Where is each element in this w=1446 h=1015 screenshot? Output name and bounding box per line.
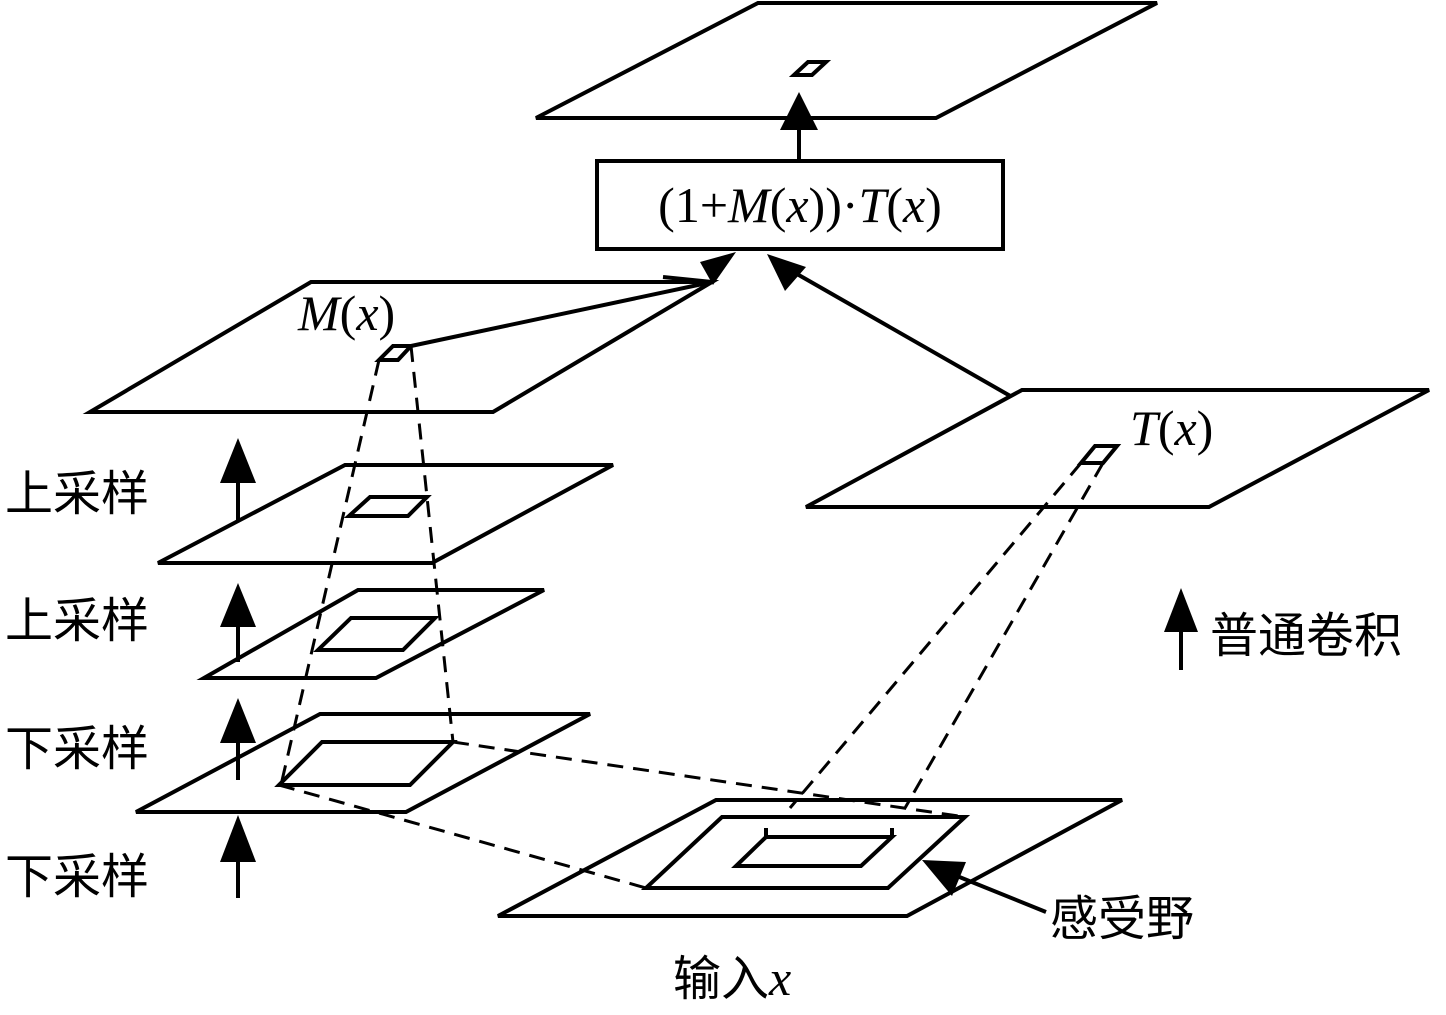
up-arrow-1-head — [220, 438, 256, 483]
upsample-patch-1 — [343, 495, 432, 518]
receptive-field-inner — [731, 835, 898, 868]
up-arrow-4-head — [220, 815, 256, 862]
receptive-field-pointer-head — [922, 860, 966, 896]
upsample-plane-2 — [196, 588, 545, 680]
output-patch — [788, 60, 832, 77]
proj-down-to-input-top — [452, 740, 966, 819]
downsample-patch-1 — [274, 740, 458, 787]
mask-label: M(x) — [297, 285, 395, 341]
trunk-label: T(x) — [1130, 400, 1213, 456]
receptive-field-label: 感受野 — [1050, 891, 1194, 947]
up-arrow-3-head — [220, 698, 256, 743]
up-arrow-2-head — [220, 583, 256, 627]
proj-mask-left — [279, 359, 381, 786]
upsample-label-2: 上采样 — [5, 593, 149, 649]
downsample-label-1: 下采样 — [5, 721, 149, 777]
proj-trunk-right — [903, 462, 1105, 809]
receptive-field-pointer-line — [951, 872, 1047, 914]
output-plane — [535, 1, 1158, 120]
mask-output-patch — [374, 344, 416, 362]
legend-normal-conv-label: 普通卷积 — [1210, 608, 1402, 664]
downsample-label-2: 下采样 — [5, 849, 149, 905]
upsample-label-1: 上采样 — [5, 466, 149, 522]
mask-arrow-head — [700, 252, 736, 285]
formula-text: (1+M(x))·T(x) — [658, 177, 942, 233]
trunk-arrow-head — [767, 254, 806, 291]
formula-box — [595, 159, 1005, 251]
upsample-patch-2 — [313, 616, 440, 652]
legend-arrow-head — [1164, 588, 1198, 632]
proj-down-to-input-bottom — [278, 783, 647, 890]
proj-mask-right — [409, 345, 455, 743]
input-label: 输入x — [673, 950, 791, 1007]
output-arrow-head — [780, 92, 818, 130]
receptive-field-outer — [640, 815, 971, 890]
proj-trunk-left — [788, 462, 1083, 809]
downsample-plane-1 — [135, 712, 591, 814]
